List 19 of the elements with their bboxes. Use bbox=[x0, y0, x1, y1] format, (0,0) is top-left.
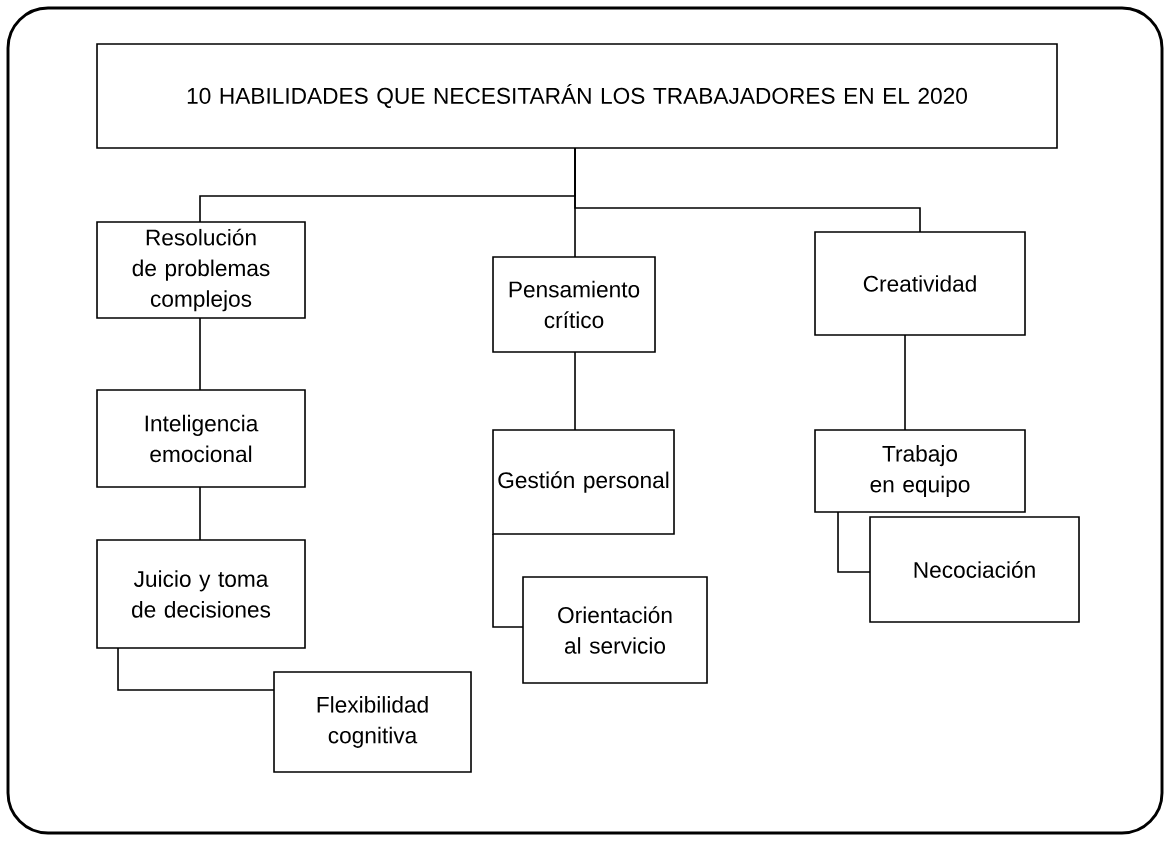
skill-box: Inteligencia emocional bbox=[96, 389, 306, 488]
connector-line bbox=[199, 486, 201, 541]
skill-box: Gestión personal bbox=[492, 429, 675, 535]
skill-box: Creatividad bbox=[814, 231, 1026, 336]
skill-box: Flexibilidad cognitiva bbox=[273, 671, 472, 773]
skill-box: Pensamiento crítico bbox=[492, 256, 656, 353]
skill-box: Orientación al servicio bbox=[522, 576, 708, 684]
skill-box: Necociación bbox=[869, 516, 1080, 623]
connector-line bbox=[199, 317, 201, 391]
connector-line bbox=[574, 351, 576, 431]
skill-box: Juicio y toma de decisiones bbox=[96, 539, 306, 649]
title-box: 10 HABILIDADES QUE NECESITARÁN LOS TRABAJADORES EN EL 2020 bbox=[96, 43, 1058, 149]
connector-line bbox=[492, 533, 524, 628]
connector-line bbox=[117, 647, 275, 691]
skill-box: Resolución de problemas complejos bbox=[96, 221, 306, 319]
connector-line bbox=[904, 334, 906, 431]
connector-line bbox=[837, 511, 871, 573]
connector-line bbox=[574, 147, 921, 233]
skill-box: Trabajo en equipo bbox=[814, 429, 1026, 513]
